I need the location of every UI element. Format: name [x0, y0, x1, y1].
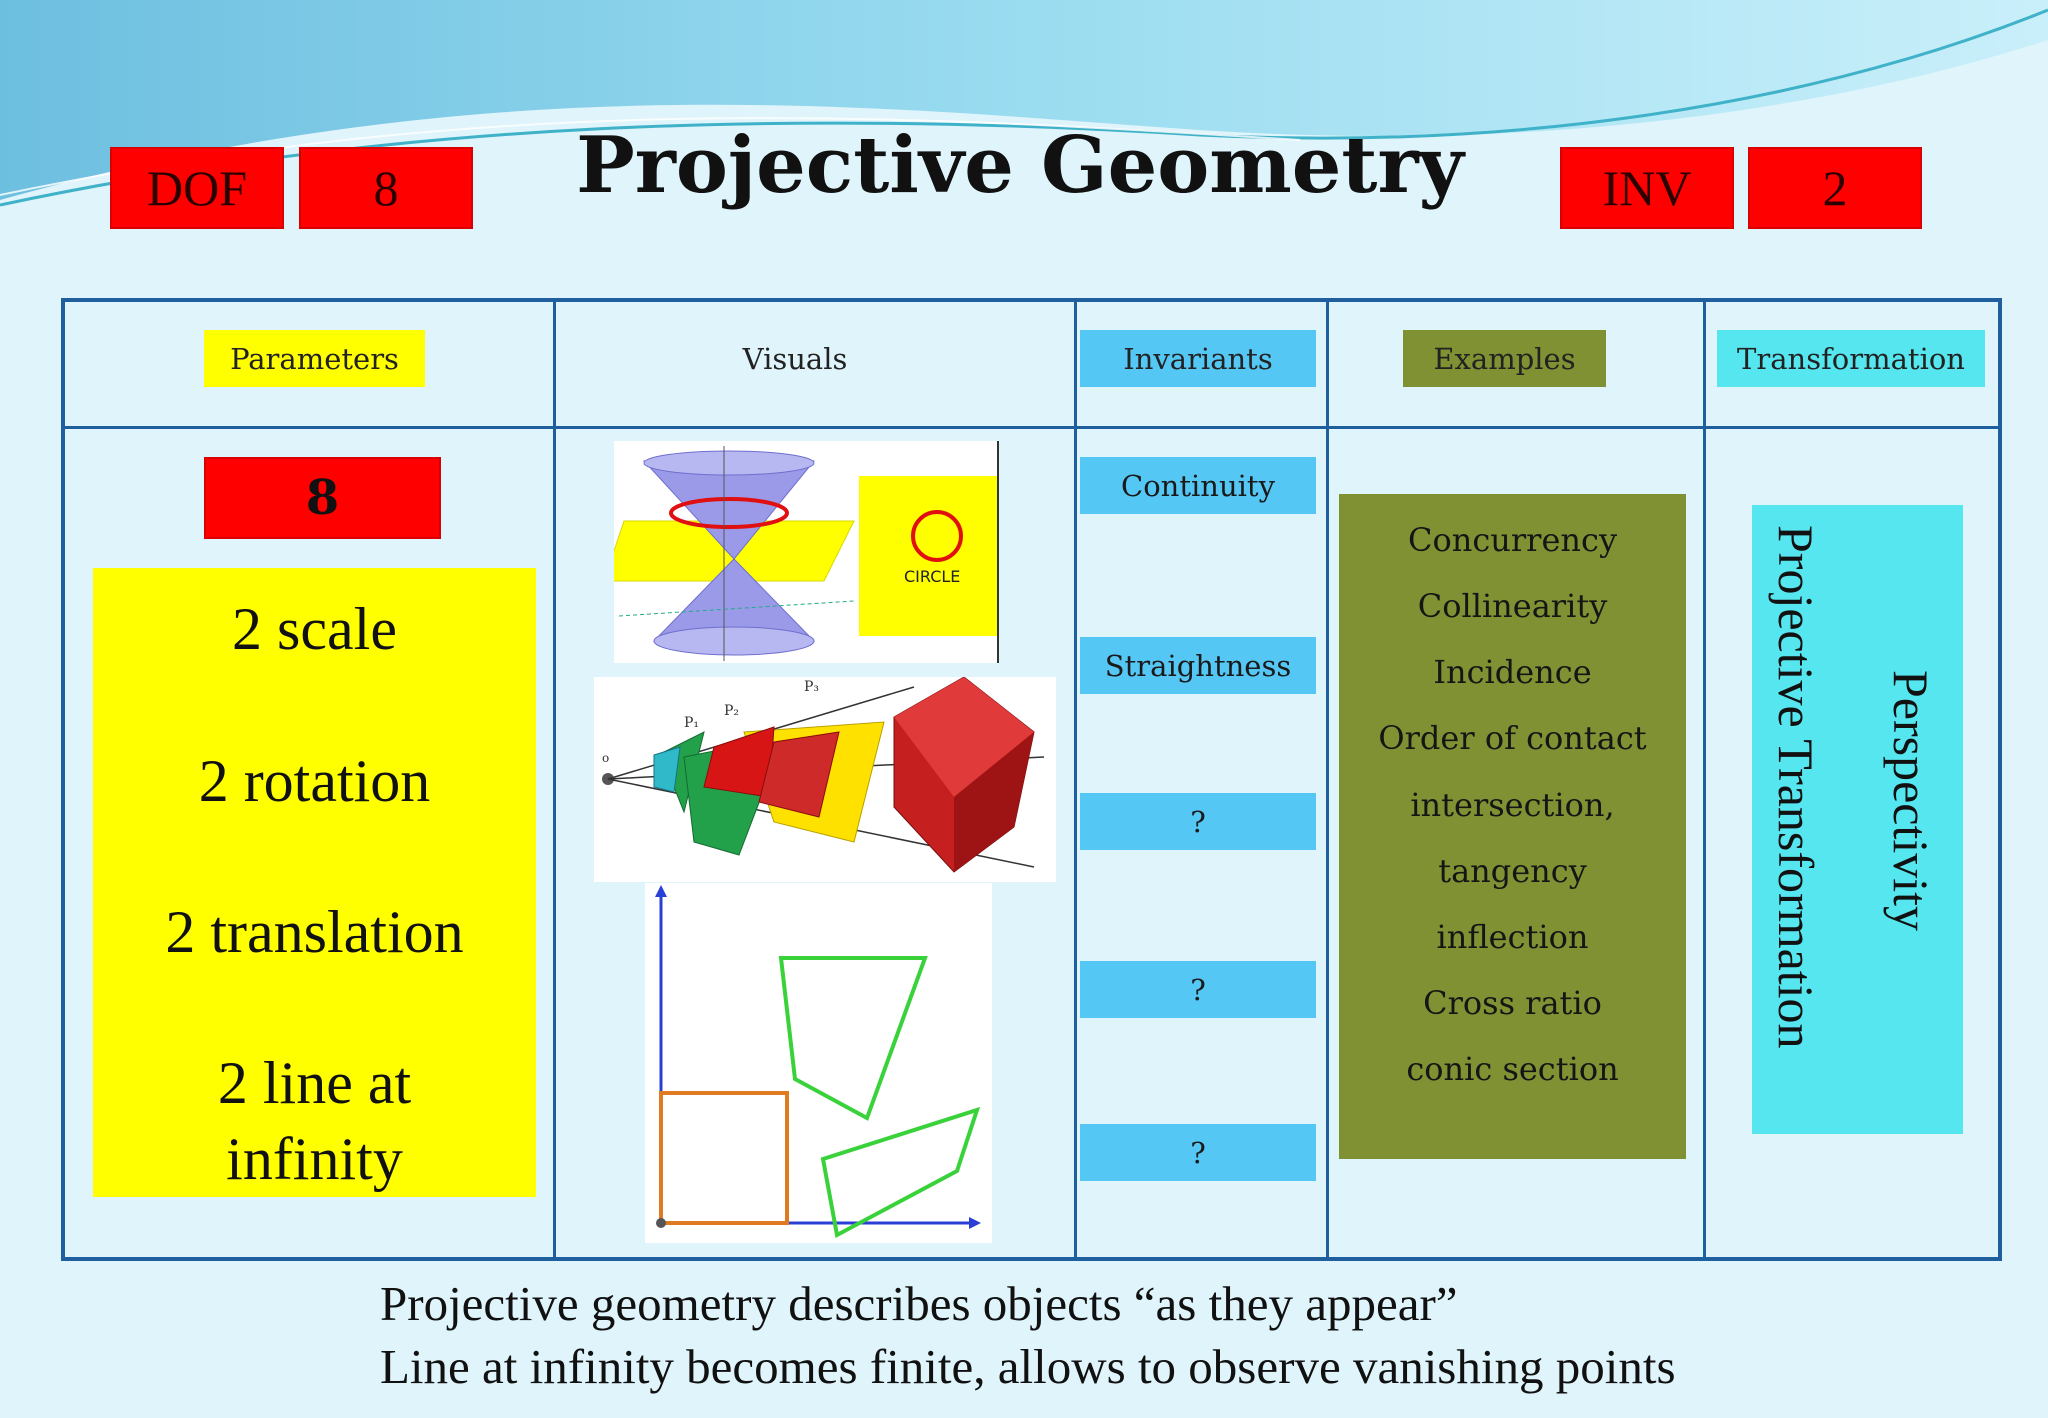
column-divider — [1703, 302, 1706, 1257]
column-divider — [1326, 302, 1329, 1257]
perspective-projection-illustration: P₁ P₂ P₃ o — [602, 676, 1045, 873]
invariant-continuity: Continuity — [1080, 457, 1316, 514]
invariant-straightness: Straightness — [1080, 637, 1316, 694]
perspective-projection-image: P₁ P₂ P₃ o — [594, 676, 1056, 882]
projective-transform-image — [645, 883, 992, 1243]
example-order-of-contact: Order of contact — [1378, 719, 1647, 757]
conic-section-illustration: CIRCLE — [603, 441, 999, 663]
footer-line-1: Projective geometry describes objects “a… — [380, 1276, 1458, 1331]
page-title: Projective Geometry — [576, 120, 1464, 211]
label-p2: P₂ — [724, 703, 739, 719]
parameter-count-badge: 8 — [204, 457, 441, 539]
inv-value-badge: 2 — [1748, 147, 1922, 229]
example-cross-ratio: Cross ratio — [1423, 984, 1602, 1022]
parameter-translation: 2 translation — [165, 899, 464, 965]
parameter-line-at-infinity: 2 line at — [217, 1050, 412, 1116]
circle-label: CIRCLE — [904, 567, 960, 586]
example-collinearity: Collinearity — [1417, 587, 1608, 625]
transformation-projective: Projective Transformation — [1768, 525, 1824, 1049]
invariant-unknown-3: ? — [1080, 1124, 1316, 1181]
label-p1: P₁ — [684, 715, 699, 731]
header-transformation: Transformation — [1717, 330, 1985, 387]
header-examples: Examples — [1403, 330, 1606, 387]
example-conic-section: conic section — [1406, 1050, 1619, 1088]
example-tangency: tangency — [1438, 852, 1587, 890]
conic-section-image: CIRCLE — [603, 441, 999, 663]
parameter-scale: 2 scale — [232, 596, 397, 662]
header-visuals: Visuals — [742, 341, 848, 376]
inv-label-badge: INV — [1560, 147, 1734, 229]
parameters-panel: 2 scale 2 rotation 2 translation 2 line … — [93, 568, 536, 1197]
header-invariants: Invariants — [1080, 330, 1316, 387]
example-inflection: inflection — [1436, 918, 1589, 956]
label-p3: P₃ — [804, 679, 819, 695]
transformation-perspectivity: Perspectivity — [1883, 670, 1939, 932]
example-intersection: intersection, — [1410, 786, 1615, 824]
parameter-line-at-infinity-cont: infinity — [226, 1126, 403, 1192]
example-concurrency: Concurrency — [1407, 521, 1618, 559]
header-divider — [65, 426, 1998, 429]
label-origin: o — [602, 751, 609, 765]
transformation-panel: Projective Transformation Perspectivity — [1752, 505, 1963, 1134]
invariant-unknown-2: ? — [1080, 961, 1316, 1018]
parameter-rotation: 2 rotation — [198, 748, 431, 814]
dof-value-badge: 8 — [299, 147, 473, 229]
column-divider — [1074, 302, 1077, 1257]
dof-label-badge: DOF — [110, 147, 284, 229]
geometry-table — [61, 298, 2002, 1261]
projective-transform-illustration — [655, 885, 981, 1239]
invariant-unknown-1: ? — [1080, 793, 1316, 850]
header-parameters: Parameters — [204, 330, 425, 387]
footer-line-2: Line at infinity becomes finite, allows … — [380, 1339, 1676, 1394]
column-divider — [553, 302, 556, 1257]
examples-panel: Concurrency Collinearity Incidence Order… — [1339, 494, 1686, 1159]
example-incidence: Incidence — [1433, 653, 1592, 691]
